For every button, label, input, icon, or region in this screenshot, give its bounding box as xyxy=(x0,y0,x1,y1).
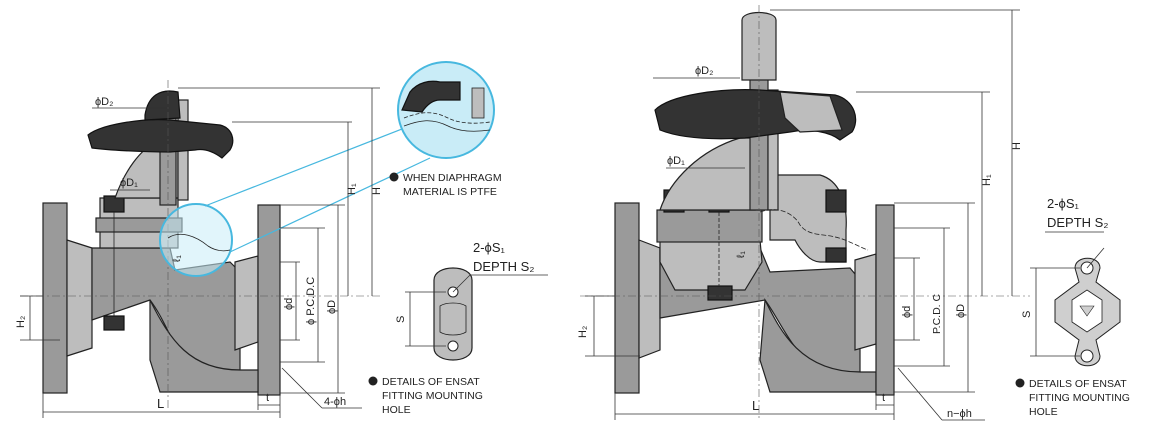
left-valve xyxy=(20,80,380,410)
right-valve-inlet-neck xyxy=(638,239,661,359)
ptfe-note-line2: MATERIAL IS PTFE xyxy=(403,186,497,198)
left-valve-handwheel-cap xyxy=(144,90,181,121)
left-valve-detail-marker xyxy=(159,203,233,277)
right-valve-yoke xyxy=(659,137,756,211)
left-valve-lower-body xyxy=(149,299,259,393)
right-dim-d2: ϕD₂ xyxy=(695,65,713,77)
left-valve-dimensions: ϕD₂ ϕD₁ H H₁ H₂ ℓ₁ ϕd ϕ P.C.D.C ϕD L xyxy=(15,87,383,418)
left-dim-h: H xyxy=(371,187,383,195)
left-dim-l: L xyxy=(157,396,164,411)
left-dim-d-small: ϕd xyxy=(283,298,295,310)
ensat-right-note2: FITTING MOUNTING xyxy=(1029,392,1130,404)
ensat-left-note3: HOLE xyxy=(382,404,411,416)
left-valve-handwheel xyxy=(87,119,234,159)
ensat-detail-right: 2-ϕS₁ DEPTH S₂ S DETAILS OF ENSAT FITTIN… xyxy=(1015,196,1130,418)
right-dim-pcd: P.C.D. C xyxy=(931,294,943,334)
left-valve-outlet-neck xyxy=(234,255,259,351)
right-valve-lower-bonnet xyxy=(659,239,763,291)
right-dim-d-small: ϕd xyxy=(901,306,913,318)
left-dim-d1: ϕD₁ xyxy=(120,177,138,189)
ptfe-detail: WHEN DIAPHRAGM MATERIAL IS PTFE xyxy=(389,61,502,198)
right-dim-l1: ℓ₁ xyxy=(735,251,747,258)
left-dim-holes: 4-ϕh xyxy=(324,396,346,408)
right-valve xyxy=(580,5,1030,420)
right-dim-h: H xyxy=(1011,142,1023,150)
right-valve-indicator xyxy=(767,89,779,211)
right-dim-t: t xyxy=(882,392,885,404)
right-valve-bonnet-plate xyxy=(656,209,763,243)
right-valve-outlet-flange xyxy=(875,204,895,396)
left-dim-h1: H₁ xyxy=(346,183,358,195)
left-valve-outlet-flange xyxy=(257,204,281,396)
right-valve-inlet-flange xyxy=(614,202,640,394)
left-valve-inlet-neck xyxy=(66,239,93,357)
ensat-left-s2: DEPTH S₂ xyxy=(473,259,534,274)
ensat-left-note2: FITTING MOUNTING xyxy=(382,390,483,402)
right-dim-h2: H₂ xyxy=(577,326,589,338)
left-dim-d-big: ϕD xyxy=(326,300,338,314)
right-dim-holes: n−ϕh xyxy=(947,408,972,420)
left-dim-h2: H₂ xyxy=(15,316,27,328)
right-dim-d-big: ϕD xyxy=(955,304,967,318)
left-valve-inlet-flange xyxy=(42,202,68,394)
right-valve-dimensions: ϕD₂ ϕD₁ H H₁ H₂ ℓ₁ ϕd P.C.D. C ϕD L xyxy=(577,9,1023,421)
ensat-right-note1: DETAILS OF ENSAT xyxy=(1029,378,1127,390)
right-dim-l: L xyxy=(752,398,759,413)
left-valve-bolt-bottom xyxy=(103,315,125,331)
right-dim-d1: ϕD₁ xyxy=(667,155,685,167)
left-dim-l1: ℓ₁ xyxy=(171,255,183,262)
ensat-right-s2: DEPTH S₂ xyxy=(1047,215,1108,230)
ensat-left-s1: 2-ϕS₁ xyxy=(473,240,506,255)
left-dim-pcd: ϕ P.C.D.C xyxy=(305,277,317,325)
ensat-right-bullet xyxy=(1015,378,1025,388)
ensat-right-note3: HOLE xyxy=(1029,406,1058,418)
right-valve-outlet-neck xyxy=(854,253,877,351)
ensat-left-note1: DETAILS OF ENSAT xyxy=(382,376,480,388)
ensat-left-bullet xyxy=(368,376,378,386)
ensat-left-plate xyxy=(433,267,473,361)
ensat-left-s: S xyxy=(395,316,407,323)
right-dim-h1: H₁ xyxy=(981,174,993,186)
ptfe-note-bullet xyxy=(389,172,399,182)
left-dim-t: t xyxy=(266,392,269,404)
right-valve-stem-cap xyxy=(741,11,777,81)
left-dim-d2: ϕD₂ xyxy=(95,96,113,108)
ptfe-note-line1: WHEN DIAPHRAGM xyxy=(403,172,502,184)
ensat-right-s: S xyxy=(1021,311,1033,318)
ensat-detail-left: 2-ϕS₁ DEPTH S₂ S DETAILS OF ENSAT FITTIN… xyxy=(368,240,548,416)
ensat-right-s1: 2-ϕS₁ xyxy=(1047,196,1080,211)
right-valve-handwheel-hub xyxy=(779,91,843,133)
